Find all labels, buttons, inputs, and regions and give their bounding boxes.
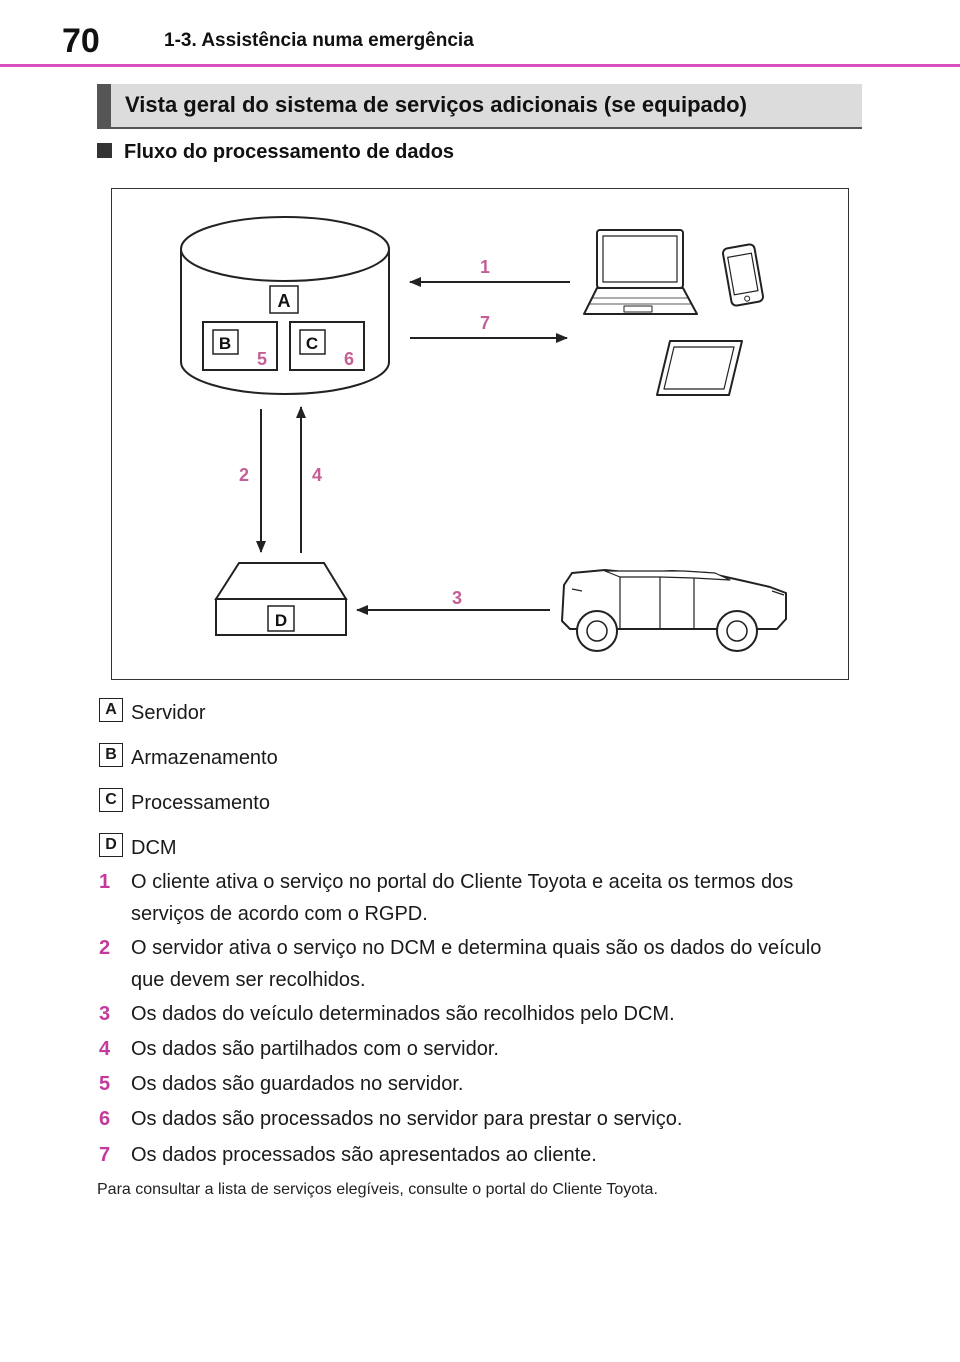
dcm-key: D	[275, 611, 287, 630]
car-icon	[561, 569, 787, 652]
step-item-2: 2 O servidor ativa o serviço no DCM e de…	[99, 932, 859, 996]
step-item-6: 6 Os dados são processados no servidor p…	[99, 1103, 859, 1135]
step-item-3: 3 Os dados do veículo determinados são r…	[99, 998, 859, 1030]
step-number: 5	[99, 1073, 111, 1095]
server-key: A	[278, 291, 291, 311]
laptop-icon	[583, 229, 698, 315]
step-text: O servidor ativa o serviço no DCM e dete…	[131, 937, 822, 991]
legend-text: Armazenamento	[131, 747, 278, 769]
step-item-7: 7 Os dados processados são apresentados …	[99, 1139, 859, 1171]
step-number: 3	[99, 1003, 111, 1025]
step-text: Os dados são partilhados com o servidor.	[131, 1038, 499, 1060]
step-text: O cliente ativa o serviço no portal do C…	[131, 871, 794, 925]
legend-key: A	[99, 698, 123, 722]
step-number: 4	[99, 1038, 111, 1060]
step-number: 2	[99, 937, 111, 959]
processing-key-box	[299, 329, 326, 355]
page-number: 70	[62, 22, 100, 60]
step-3-label: 3	[452, 588, 462, 608]
step-text: Os dados são processados no servidor par…	[131, 1108, 683, 1130]
server-key-box	[269, 285, 299, 314]
legend-key: B	[99, 743, 123, 767]
step-number: 6	[99, 1108, 111, 1130]
step-item-5: 5 Os dados são guardados no servidor.	[99, 1068, 859, 1100]
dcm-key-box	[267, 605, 295, 632]
dcm-unit	[214, 562, 348, 636]
smartphone-icon	[721, 243, 765, 307]
step-2-label: 2	[239, 465, 249, 485]
legend-key: D	[99, 833, 123, 857]
step-text: Os dados processados são apresentados ao…	[131, 1144, 597, 1166]
processing-key: C	[306, 334, 318, 353]
step-number: 7	[99, 1144, 111, 1166]
step-4-label: 4	[312, 465, 322, 485]
data-flow-diagram: A B 5 C 6 1 7 2 4 D 3	[111, 188, 849, 680]
footnote: Para consultar a lista de serviços elegí…	[97, 1181, 658, 1198]
legend-text: Processamento	[131, 792, 270, 814]
step-number: 1	[99, 871, 111, 893]
storage-key: B	[219, 334, 231, 353]
storage-key-box	[212, 329, 239, 355]
legend-key: C	[99, 788, 123, 812]
step-item-4: 4 Os dados são partilhados com o servido…	[99, 1033, 859, 1065]
step-text: Os dados são guardados no servidor.	[131, 1073, 464, 1095]
step-1-label: 1	[480, 257, 490, 277]
section-banner: Vista geral do sistema de serviços adici…	[97, 84, 862, 129]
step-7-label: 7	[480, 313, 490, 333]
step-text: Os dados do veículo determinados são rec…	[131, 1003, 675, 1025]
subheading-text: Fluxo do processamento de dados	[124, 141, 455, 163]
section-title: Vista geral do sistema de serviços adici…	[125, 92, 747, 117]
step-item-1: 1 O cliente ativa o serviço no portal do…	[99, 866, 859, 930]
step-5-label: 5	[257, 349, 267, 369]
header-rule	[0, 64, 960, 67]
legend-text: Servidor	[131, 702, 206, 724]
subheading: Fluxo do processamento de dados	[97, 141, 454, 164]
legend-text: DCM	[131, 837, 177, 859]
running-header: 1-3. Assistência numa emergência	[164, 30, 474, 51]
tablet-icon	[656, 340, 743, 396]
step-6-label: 6	[344, 349, 354, 369]
square-bullet-icon	[97, 143, 112, 158]
